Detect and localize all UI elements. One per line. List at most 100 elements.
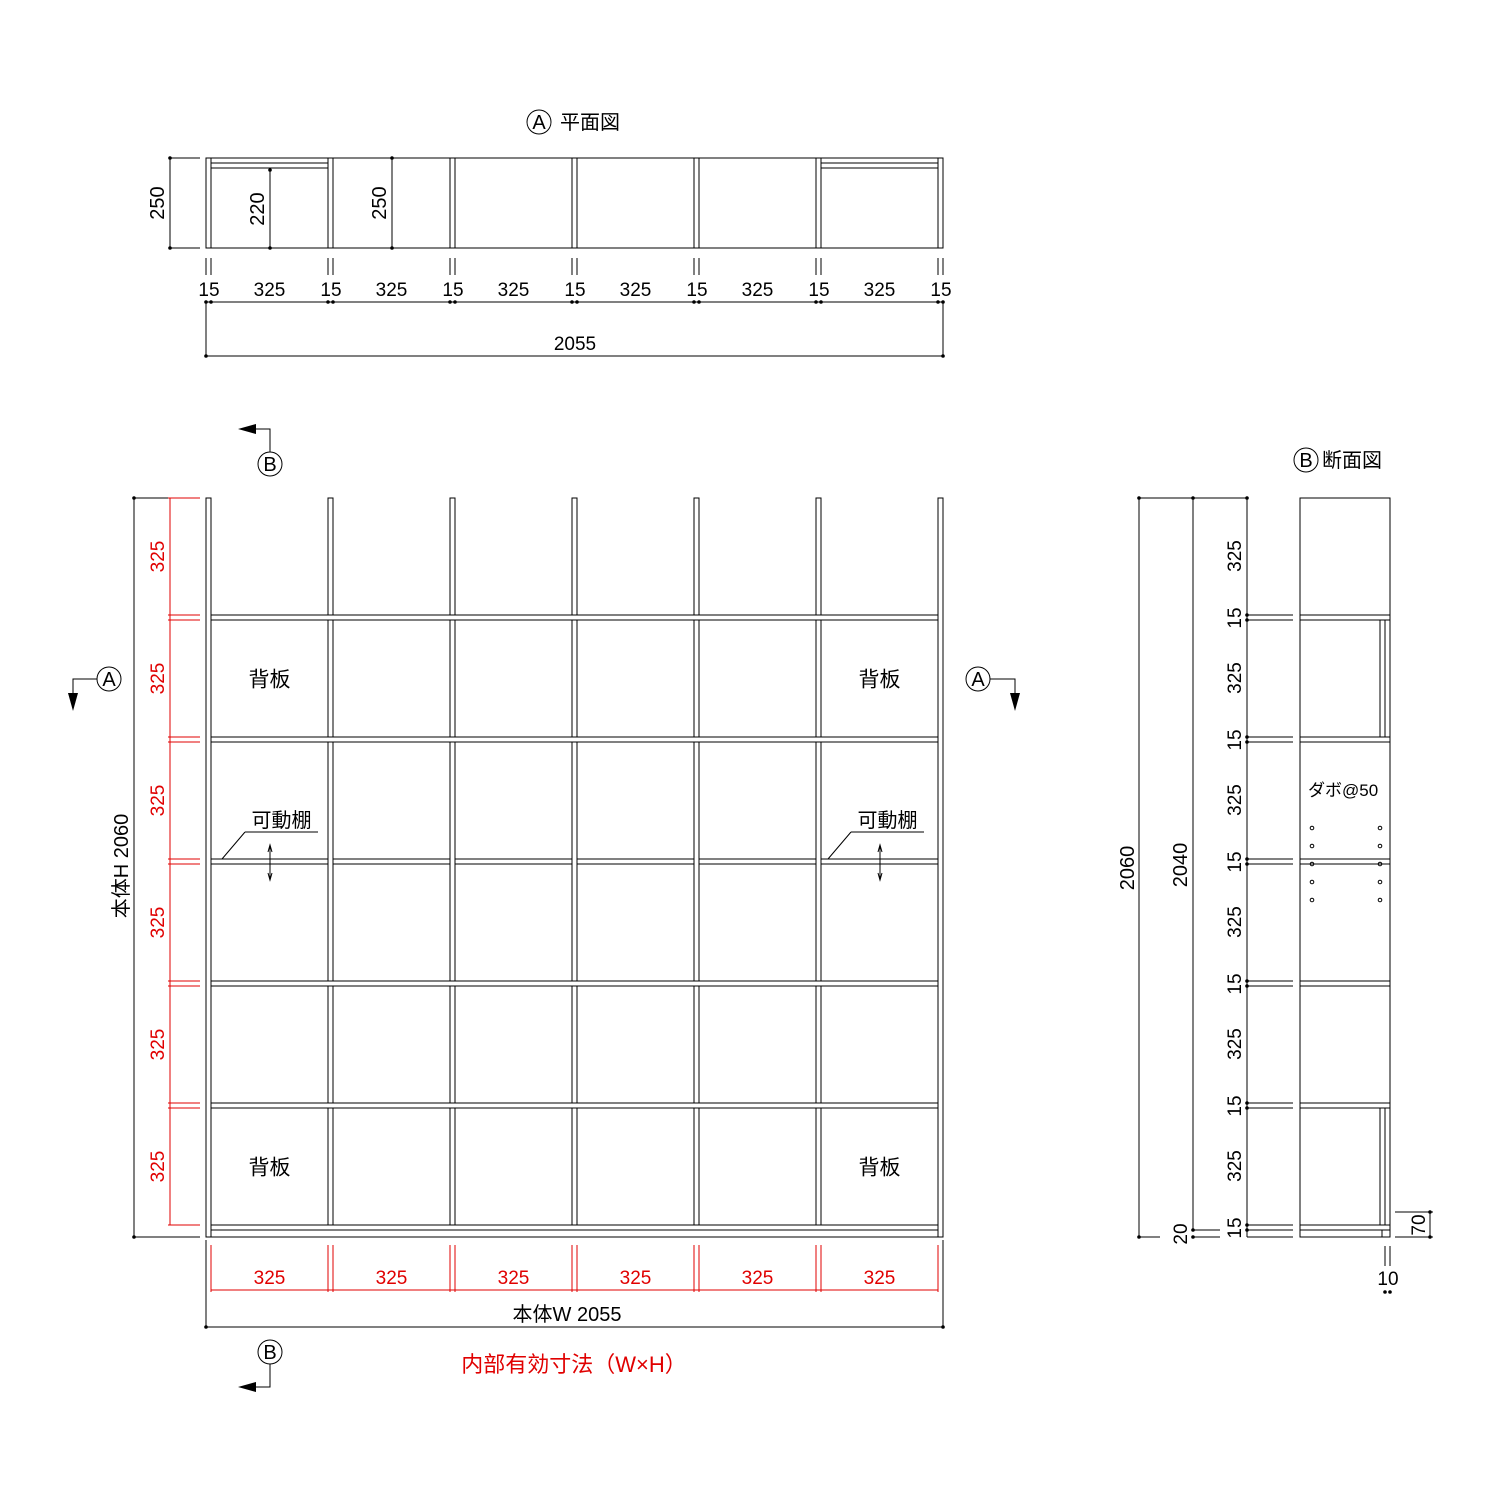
- dimension-tick: [204, 354, 208, 358]
- dimension-tick: [453, 300, 457, 304]
- dimension-tick: [1383, 1290, 1387, 1294]
- dimension-tick: [1245, 618, 1249, 622]
- section-mark-a-right-line: [990, 678, 1016, 695]
- plan-thickness-label: 15: [930, 280, 951, 301]
- section-total-height: 2060: [1117, 846, 1139, 891]
- plan-depth-inner: 220: [247, 192, 269, 225]
- dimension-tick: [132, 1235, 136, 1239]
- inner-height-label: 325: [148, 785, 169, 817]
- dowel-hole: [1309, 825, 1315, 831]
- side-panel: [449, 497, 456, 1238]
- section-shelf: [1299, 1102, 1391, 1109]
- plan-depth-second: 250: [369, 186, 391, 219]
- dowel-hole: [1377, 879, 1383, 885]
- fixed-shelf: [210, 1102, 939, 1109]
- dimension-tick: [936, 300, 940, 304]
- dimension-tick: [1245, 984, 1249, 988]
- dimension-tick: [1191, 496, 1195, 500]
- inner-width-label: 325: [254, 1268, 286, 1289]
- dowel-hole: [1309, 843, 1315, 849]
- dimension-tick: [331, 300, 335, 304]
- section-mark-circle: [1293, 447, 1319, 473]
- fixed-shelf: [210, 1224, 939, 1231]
- dimension-tick: [1245, 862, 1249, 866]
- section-bay-height: 325: [1225, 784, 1246, 816]
- section-back-frame: [1384, 619, 1391, 738]
- dimension-tick: [168, 156, 172, 160]
- inner-height-label: 325: [148, 541, 169, 573]
- section-side-panel: [1299, 497, 1391, 1238]
- dowel-hole: [1309, 861, 1315, 867]
- plan-thickness-label: 15: [686, 280, 707, 301]
- section-body-height: 2040: [1170, 843, 1192, 888]
- dimension-tick: [390, 246, 394, 250]
- section-back-frame: [1384, 1107, 1391, 1226]
- fixed-shelf: [210, 980, 939, 987]
- movable-shelf: [576, 858, 695, 865]
- dimension-tick: [1245, 613, 1249, 617]
- section-mark-b-top-line: [250, 428, 271, 452]
- plan-side-panel: [937, 157, 944, 249]
- dimension-tick: [1245, 1101, 1249, 1105]
- dimension-tick: [1245, 496, 1249, 500]
- plan-thickness-label: 15: [198, 280, 219, 301]
- dimension-tick: [448, 300, 452, 304]
- dimension-tick: [1388, 1290, 1392, 1294]
- fixed-shelf: [210, 614, 939, 621]
- plan-side-panel: [571, 157, 578, 249]
- inner-dims-note: 内部有効寸法（W×H）: [461, 1352, 687, 1377]
- plan-depth-outer: 250: [147, 186, 169, 219]
- dowel-note: ダボ@50: [1308, 781, 1378, 800]
- back-panel-label: 背板: [249, 1157, 291, 1180]
- plan-side-panel: [205, 157, 212, 249]
- section-back-panel: [1379, 619, 1386, 738]
- movable-shelf-label: 可動棚: [858, 809, 918, 832]
- section-shelf-thickness: 15: [1225, 1095, 1246, 1116]
- dowel-hole: [1377, 861, 1383, 867]
- dimension-tick: [1245, 1228, 1249, 1232]
- plan-bay-label: 325: [254, 280, 286, 301]
- section-mark: B: [1299, 450, 1312, 472]
- dimension-tick: [570, 300, 574, 304]
- section-mark-b-bottom-line: [250, 1364, 271, 1388]
- section-bay-height: 325: [1225, 1150, 1246, 1182]
- section-bay-height: 325: [1225, 906, 1246, 938]
- section-shelf: [1299, 1224, 1391, 1231]
- dimension-tick: [132, 496, 136, 500]
- dimension-tick: [1137, 496, 1141, 500]
- back-panel-label: 背板: [859, 669, 901, 692]
- plan-mark-circle: [526, 109, 552, 135]
- section-gap-label: 10: [1377, 1269, 1398, 1290]
- section-mark-b-top: B: [263, 454, 276, 476]
- dimension-tick: [1245, 979, 1249, 983]
- movable-shelf: [698, 858, 817, 865]
- side-panel: [937, 497, 944, 1238]
- inner-height-label: 325: [148, 1029, 169, 1061]
- side-panel: [205, 497, 212, 1238]
- inner-height-label: 325: [148, 1151, 169, 1183]
- dowel-hole: [1377, 897, 1383, 903]
- plan-thickness-label: 15: [564, 280, 585, 301]
- adjust-arrow-head: [877, 843, 883, 882]
- dimension-tick: [1245, 1106, 1249, 1110]
- section-mark-a-right-arrow-icon: [1010, 693, 1020, 711]
- dimension-tick: [209, 300, 213, 304]
- back-panel-label: 背板: [249, 669, 291, 692]
- section-plinth-label: 20: [1171, 1223, 1192, 1244]
- dowel-hole: [1309, 897, 1315, 903]
- section-bay-height: 325: [1225, 662, 1246, 694]
- plan-thickness-label: 15: [320, 280, 341, 301]
- bottom-board: [210, 1229, 939, 1238]
- section-shelf-thickness: 15: [1225, 607, 1246, 628]
- inner-width-label: 325: [498, 1268, 530, 1289]
- dimension-tick: [814, 300, 818, 304]
- dimension-tick: [941, 354, 945, 358]
- dimension-tick: [1137, 1235, 1141, 1239]
- dimension-tick: [697, 300, 701, 304]
- inner-width-label: 325: [742, 1268, 774, 1289]
- section-shelf-thickness: 15: [1225, 973, 1246, 994]
- movable-shelf: [454, 858, 573, 865]
- side-panel: [327, 497, 334, 1238]
